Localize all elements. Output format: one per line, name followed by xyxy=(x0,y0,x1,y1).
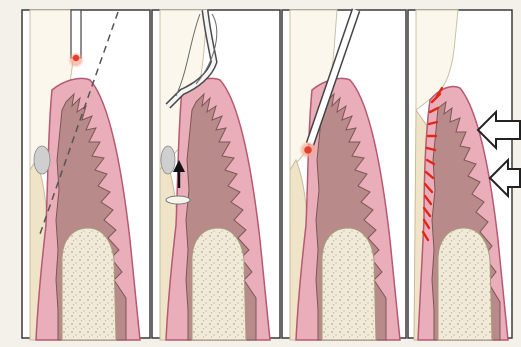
panel-3 xyxy=(282,10,406,340)
panel-2 xyxy=(152,10,280,340)
panel-1 xyxy=(22,10,150,340)
panel-4 xyxy=(408,10,520,340)
probe-icon xyxy=(68,10,84,68)
tissue-fragment xyxy=(166,196,190,204)
